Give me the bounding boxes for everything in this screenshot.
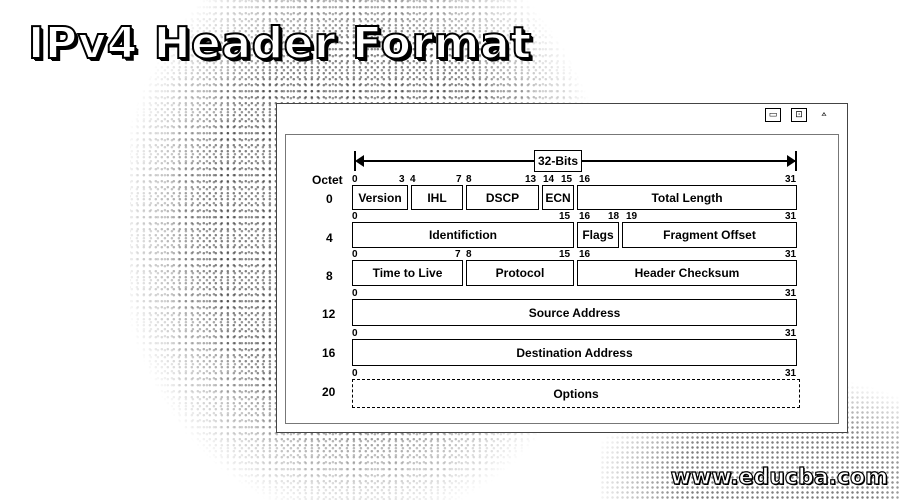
bit-mark: 3 [399,174,405,185]
bit-mark: 13 [525,174,537,185]
octet-label: 16 [322,346,336,360]
bit-mark: 31 [785,288,797,299]
bit-mark: 31 [785,368,797,379]
bit-span-left-arrow [355,155,364,167]
bit-mark: 31 [785,328,797,339]
bit-mark: 0 [352,211,358,222]
bit-span-right-tick [795,151,797,171]
field-options: Options [352,379,800,408]
restore-button[interactable]: ⊡ [791,108,807,122]
bit-mark: 14 [543,174,555,185]
page-title: IPv4 Header Format [27,17,532,70]
bit-mark: 15 [559,211,571,222]
field-ecn: ECN [542,185,574,210]
bit-mark: 8 [466,174,472,185]
field-protocol: Protocol [466,260,574,286]
bit-mark: 16 [579,249,591,260]
bit-mark: 18 [608,211,620,222]
bit-mark: 31 [785,174,797,185]
bit-mark: 0 [352,328,358,339]
field-identification: Identifiction [352,222,574,248]
octet-header: Octet [312,173,343,187]
window-controls: ▭ ⊡ ⟑ [765,108,831,122]
bit-mark: 31 [785,249,797,260]
field-dscp: DSCP [466,185,539,210]
minimize-button[interactable]: ▭ [765,108,781,122]
octet-label: 4 [326,231,333,245]
field-time-to-live: Time to Live [352,260,463,286]
field-destination-address: Destination Address [352,339,797,366]
field-flags: Flags [577,222,619,248]
field-ihl: IHL [411,185,463,210]
field-version: Version [352,185,408,210]
bit-mark: 0 [352,249,358,260]
field-total-length: Total Length [577,185,797,210]
octet-label: 20 [322,385,336,399]
bit-span-right-arrow [787,155,796,167]
bit-mark: 8 [466,249,472,260]
bit-mark: 16 [579,174,591,185]
field-fragment-offset: Fragment Offset [622,222,797,248]
octet-label: 12 [322,307,336,321]
bit-mark: 0 [352,174,358,185]
bit-mark: 15 [559,249,571,260]
field-source-address: Source Address [352,299,797,326]
bit-mark: 31 [785,211,797,222]
bit-mark: 16 [579,211,591,222]
site-watermark: www.educba.com [670,464,889,490]
bit-mark: 7 [455,249,461,260]
close-button[interactable]: ⟑ [817,108,831,120]
bit-mark: 15 [561,174,573,185]
octet-label: 0 [326,192,333,206]
bits-label: 32-Bits [534,150,582,172]
field-header-checksum: Header Checksum [577,260,797,286]
bit-mark: 7 [456,174,462,185]
octet-label: 8 [326,269,333,283]
bit-mark: 0 [352,288,358,299]
bit-mark: 4 [410,174,416,185]
bit-mark: 0 [352,368,358,379]
bit-mark: 19 [626,211,638,222]
